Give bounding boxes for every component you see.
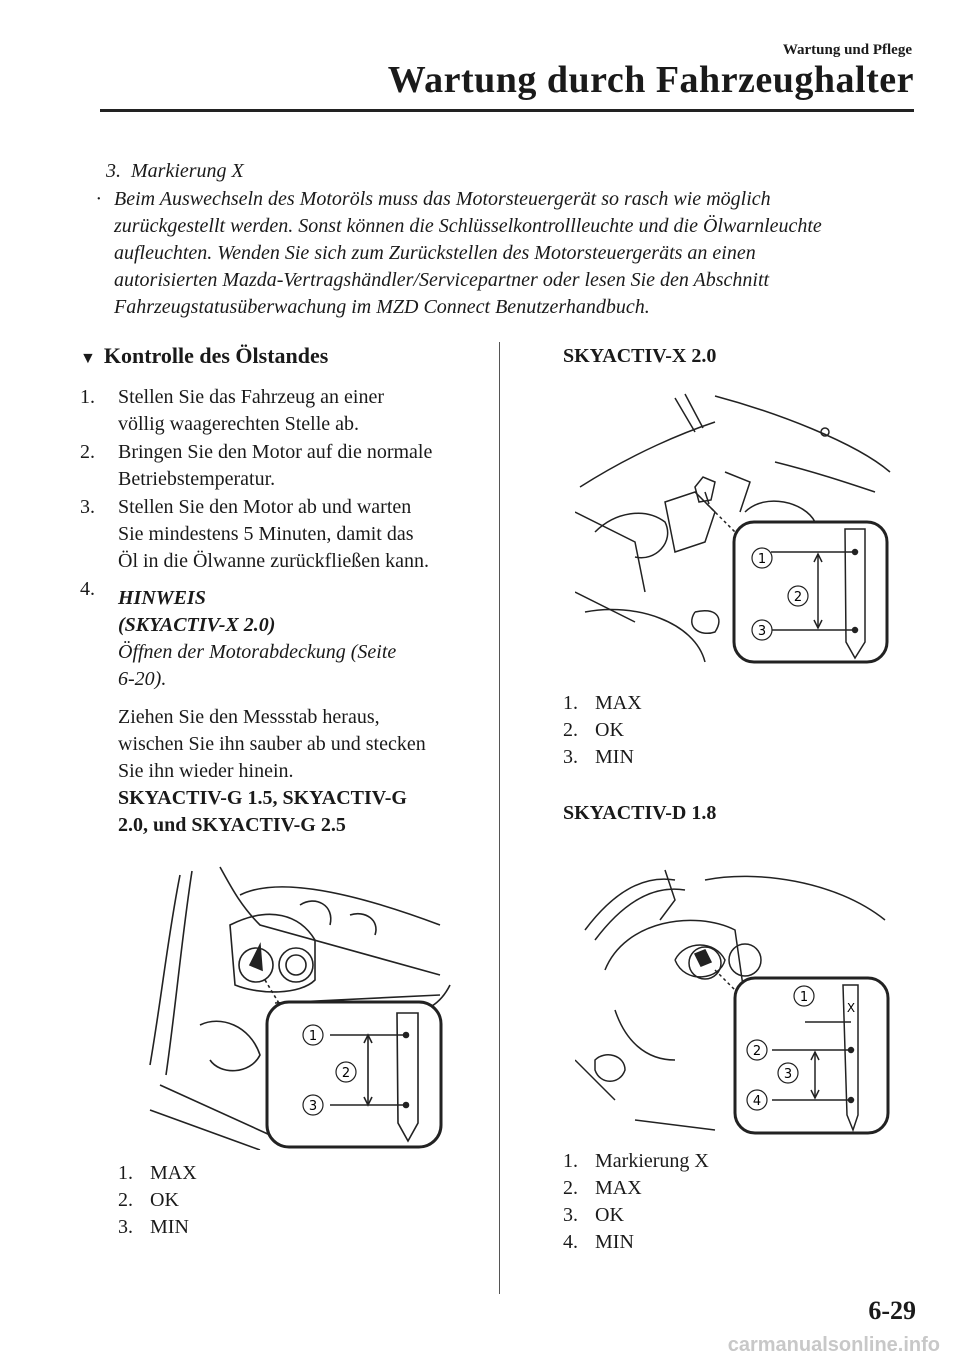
bullet-line: Fahrzeugstatusüberwachung im MZD Connect…	[114, 296, 650, 318]
caption-item: 2.MAX	[563, 1177, 642, 1199]
svg-text:1: 1	[758, 552, 766, 567]
section-label: Wartung und Pflege	[782, 42, 912, 58]
caption-item: 1.MAX	[563, 692, 642, 714]
caption-item: 2.OK	[118, 1189, 179, 1211]
note-subtitle: (SKYACTIV-X 2.0)	[118, 614, 276, 636]
dipstick-icon	[772, 984, 859, 1133]
figure-captions-right-1: 1.MAX 2.OK 3.MIN	[563, 690, 642, 771]
x-mark: X	[847, 1001, 855, 1015]
header-rule	[100, 109, 914, 112]
caption-item: 3.MIN	[118, 1216, 189, 1238]
caption-item: 2.OK	[563, 719, 624, 741]
dipstick-icon	[330, 1012, 419, 1143]
page-number: 6-29	[868, 1296, 916, 1325]
svg-text:1: 1	[800, 990, 808, 1005]
bullet-line: zurückgestellt werden. Sonst können die …	[114, 215, 822, 237]
dipstick-icon	[771, 528, 866, 660]
figure-dipstick-skyactiv-x: 1 2 3	[575, 393, 891, 664]
caption-item: 1.Markierung X	[563, 1150, 709, 1172]
caption-item: 3.MIN	[563, 746, 634, 768]
engine-heading: SKYACTIV-X 2.0	[563, 345, 717, 367]
note-title: HINWEIS	[118, 587, 206, 609]
note-box: HINWEIS (SKYACTIV-X 2.0) Öffnen der Moto…	[118, 587, 397, 690]
instruction-text: Ziehen Sie den Messstab heraus, wischen …	[118, 704, 488, 839]
bullet-line: aufleuchten. Wenden Sie sich zum Zurücks…	[114, 242, 756, 264]
caption-item: 4.MIN	[563, 1231, 634, 1253]
figure-dipstick-skyactiv-d: X 1 2 3 4	[575, 869, 890, 1135]
svg-text:2: 2	[753, 1044, 761, 1059]
figure-captions-right-2: 1.Markierung X 2.MAX 3.OK 4.MIN	[563, 1148, 709, 1256]
figure-callout-labels: 1 2 3 4	[746, 985, 815, 1111]
svg-text:3: 3	[758, 624, 766, 639]
svg-text:4: 4	[753, 1094, 761, 1109]
column-divider	[499, 342, 500, 1294]
bullet-line: Beim Auswechseln des Motoröls muss das M…	[114, 188, 771, 210]
figure-captions-left: 1.MAX 2.OK 3.MIN	[118, 1160, 197, 1241]
svg-text:2: 2	[794, 590, 802, 605]
triangle-marker-icon: ▼	[80, 350, 96, 367]
callout-frame	[733, 976, 890, 1135]
svg-text:3: 3	[309, 1099, 317, 1114]
callout-frame	[732, 520, 889, 664]
svg-text:3: 3	[784, 1067, 792, 1082]
figure-callout-labels: 1 2 3	[751, 547, 809, 641]
step-item: 3. Stellen Sie den Motor ab und warten S…	[80, 496, 430, 572]
figure-dipstick-skyactiv-g: 1 2 3	[149, 866, 451, 1150]
svg-text:1: 1	[309, 1029, 317, 1044]
engine-heading: SKYACTIV-D 1.8	[563, 802, 717, 824]
step-item: 1. Stellen Sie das Fahrzeug an einer völ…	[80, 386, 385, 435]
steps-list: 1. Stellen Sie das Fahrzeug an einer völ…	[80, 384, 480, 600]
intro-block: 3. Markierung X · Beim Auswechseln des M…	[96, 158, 924, 321]
step-item: 2. Bringen Sie den Motor auf die normale…	[80, 441, 433, 490]
caption-item: 1.MAX	[118, 1162, 197, 1184]
figure-callout-labels: 1 2 3	[302, 1024, 357, 1116]
svg-text:2: 2	[342, 1066, 350, 1081]
intro-item: 3. Markierung X	[106, 160, 244, 182]
caption-item: 3.OK	[563, 1204, 624, 1226]
page-title: Wartung durch Fahrzeughalter	[387, 59, 914, 101]
engine-heading: 2.0, und SKYACTIV-G 2.5	[118, 814, 346, 836]
bullet-line: autorisierten Mazda-Vertragshändler/Serv…	[114, 269, 770, 291]
engine-heading: SKYACTIV-G 1.5, SKYACTIV-G	[118, 787, 407, 809]
section-heading: ▼Kontrolle des Ölstandes	[80, 343, 329, 368]
watermark: carmanualsonline.info	[727, 1334, 940, 1356]
intro-bullet: · Beim Auswechseln des Motoröls muss das…	[96, 186, 916, 321]
